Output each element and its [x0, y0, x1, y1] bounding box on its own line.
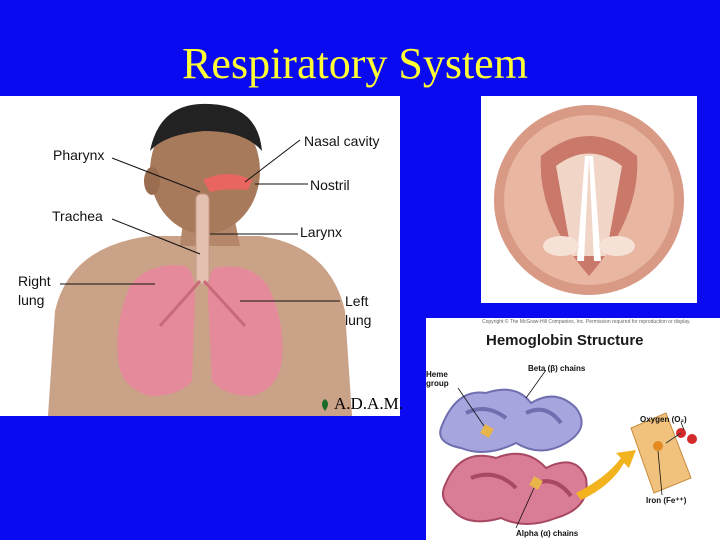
label-heme-line2: group [426, 379, 449, 388]
label-nostril: Nostril [310, 177, 350, 193]
label-heme-line1: Heme [426, 370, 448, 379]
label-nasal-cavity: Nasal cavity [304, 133, 380, 149]
label-left-lung-line1: Left [345, 293, 369, 309]
label-beta-chains: Beta (β) chains [528, 364, 586, 373]
label-right-lung-line2: lung [18, 292, 45, 308]
copyright-notice: Copyright © The McGraw-Hill Companies, I… [482, 319, 691, 325]
hemoglobin-title: Hemoglobin Structure [486, 332, 644, 349]
label-alpha-chains: Alpha (α) chains [516, 529, 579, 538]
vocal-cords-illustration [494, 105, 684, 295]
hemoglobin-diagram-panel: Copyright © The McGraw-Hill Companies, I… [426, 318, 720, 540]
anatomy-illustration-panel: Pharynx Nasal cavity Nostril Trachea Lar… [0, 96, 400, 416]
label-larynx: Larynx [300, 224, 343, 240]
leaf-icon [322, 399, 328, 411]
label-pharynx: Pharynx [53, 147, 105, 163]
adam-logo: A.D.A.M. [334, 394, 403, 413]
label-left-lung-line2: lung [345, 312, 372, 328]
label-iron: Iron (Fe⁺⁺) [646, 496, 687, 505]
vocal-cords-image-panel [481, 96, 697, 303]
label-right-lung-line1: Right [18, 273, 51, 289]
label-trachea: Trachea [52, 208, 103, 224]
anatomy-illustration [48, 103, 352, 416]
slide-title: Respiratory System [182, 39, 528, 88]
label-oxygen: Oxygen (O₂) [640, 415, 687, 424]
hemoglobin-illustration [439, 369, 697, 529]
